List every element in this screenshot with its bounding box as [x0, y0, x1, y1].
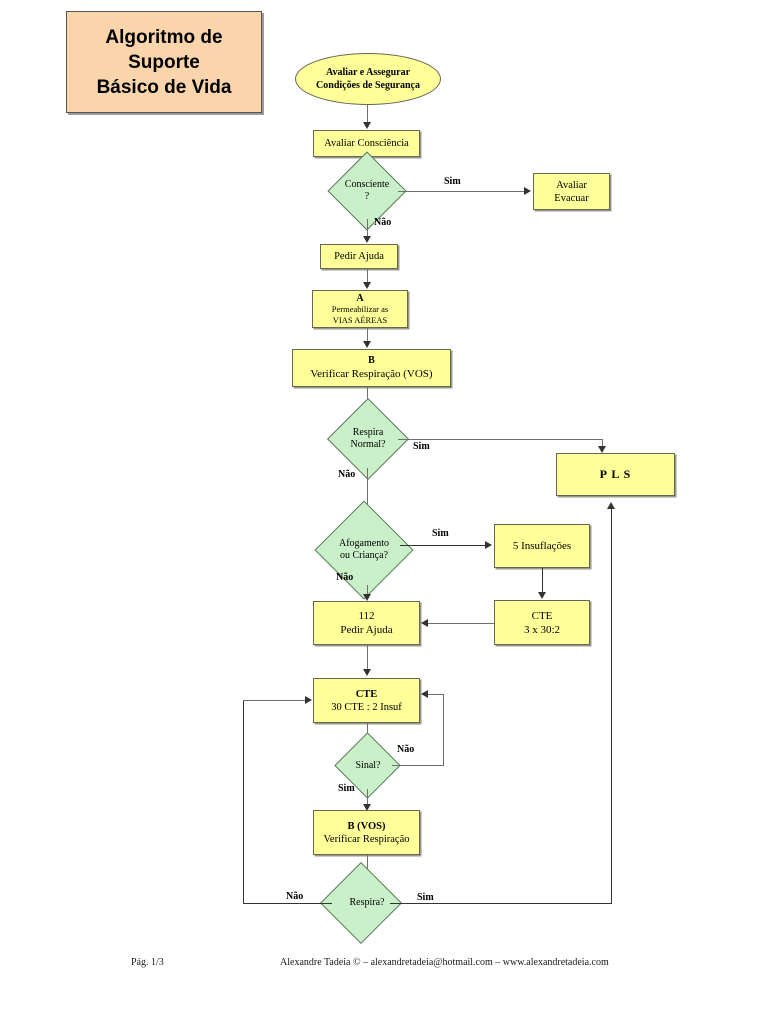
node-vias-aereas-body: Permeabilizar as VIAS AÉREAS — [331, 303, 389, 325]
edge-pedirajuda-to-a — [367, 269, 368, 284]
edge-consciente-nao — [367, 219, 368, 237]
node-respira-normal-decision[interactable] — [326, 397, 410, 481]
node-cte-3x30[interactable]: CTE 3 x 30:2 — [494, 600, 590, 645]
edge-respiranormal-sim-v — [602, 439, 603, 448]
arrowhead-left — [421, 619, 428, 627]
edge-label-afogamento-sim: Sim — [432, 528, 449, 539]
node-b-title: B — [368, 355, 375, 366]
arrowhead-right — [485, 541, 492, 549]
edge-label-sinal-nao: Não — [397, 744, 415, 755]
node-cte-3x30-label: CTE 3 x 30:2 — [523, 609, 561, 636]
edge-insuflacoes-to-cte3 — [542, 568, 543, 593]
arrowhead-down — [538, 592, 546, 599]
arrowhead-down — [598, 446, 606, 453]
node-pls-label: P L S — [599, 467, 632, 481]
node-start[interactable]: Avaliar e Assegurar Condições de Seguran… — [295, 53, 441, 105]
edge-sinal-nao-v — [443, 694, 444, 766]
edge-afogamento-nao — [367, 585, 368, 595]
edge-label-sinal-sim: Sim — [338, 783, 355, 794]
node-5-insuflacoes-label: 5 Insuflações — [512, 540, 572, 552]
arrowhead-down — [363, 282, 371, 289]
edge-respira-nao-h1 — [243, 903, 332, 904]
node-b-body: Verificar Respiração (VOS) — [310, 368, 433, 380]
edge-sinal-nao-h2 — [428, 694, 444, 695]
arrowhead-down — [363, 804, 371, 811]
arrowhead-down — [363, 236, 371, 243]
page-title: Algoritmo de Suporte Básico de Vida — [96, 26, 232, 98]
edge-label-respira-sim: Sim — [417, 892, 434, 903]
node-pedir-ajuda-label: Pedir Ajuda — [334, 251, 384, 262]
edge-respiranormal-nao — [367, 468, 368, 510]
arrowhead-down — [363, 594, 371, 601]
node-cte-30-2[interactable]: CTE 30 CTE : 2 Insuf — [313, 678, 420, 723]
arrowhead-right — [524, 187, 531, 195]
arrowhead-down — [363, 669, 371, 676]
node-bvos-verificar-respiracao[interactable]: B (VOS) Verificar Respiração — [313, 810, 420, 855]
edge-bvos-to-respira — [367, 855, 368, 877]
edge-sinal-nao-h1 — [392, 765, 444, 766]
arrowhead-down — [363, 122, 371, 129]
footer-credit: Alexandre Tadeia © – alexandretadeia@hot… — [280, 957, 609, 968]
edge-label-consciente-nao: Não — [374, 217, 392, 228]
node-112-pedir-ajuda[interactable]: 112 Pedir Ajuda — [313, 601, 420, 645]
edge-respira-sim-v — [611, 509, 612, 904]
edge-start-to-avaliar — [367, 105, 368, 123]
arrowhead-down — [363, 341, 371, 348]
document-title-box: Algoritmo de Suporte Básico de Vida — [66, 11, 262, 113]
node-bvos-title: B (VOS) — [347, 820, 386, 832]
arrowhead-up — [607, 502, 615, 509]
node-cte-30-2-body: 30 CTE : 2 Insuf — [331, 701, 402, 713]
edge-a-to-b — [367, 328, 368, 344]
edge-112-to-cte30 — [367, 645, 368, 670]
node-cte-30-2-title: CTE — [355, 688, 378, 700]
node-start-label: Avaliar e Assegurar Condições de Seguran… — [316, 67, 420, 91]
node-vias-aereas-title: A — [356, 292, 364, 304]
node-5-insuflacoes[interactable]: 5 Insuflações — [494, 524, 590, 568]
footer-page-number: Pág. 1/3 — [131, 957, 164, 968]
edge-label-respira-nao: Não — [286, 891, 304, 902]
edge-afogamento-sim — [400, 545, 486, 546]
node-bvos-body: Verificar Respiração — [323, 833, 410, 845]
edge-sinal-sim — [367, 789, 368, 807]
edge-respira-nao-v — [243, 700, 244, 904]
node-b-verificar-respiracao-vos[interactable]: B Verificar Respiração (VOS) — [292, 349, 451, 387]
edge-label-afogamento-nao: Não — [336, 572, 354, 583]
node-pls[interactable]: P L S — [556, 453, 675, 496]
edge-label-respiranormal-nao: Não — [338, 469, 356, 480]
edge-respira-nao-h2 — [243, 700, 306, 701]
arrowhead-left — [421, 690, 428, 698]
node-avaliar-evacuar-label: Avaliar Evacuar — [554, 179, 589, 204]
node-afogamento-decision[interactable] — [314, 500, 414, 600]
node-pedir-ajuda[interactable]: Pedir Ajuda — [320, 244, 398, 269]
edge-label-consciente-sim: Sim — [444, 176, 461, 187]
node-112-pedir-ajuda-label: 112 Pedir Ajuda — [340, 610, 393, 636]
edge-cte3-to-112 — [428, 623, 494, 624]
edge-label-respiranormal-sim: Sim — [413, 441, 430, 452]
edge-respira-sim-h — [390, 903, 612, 904]
node-vias-aereas[interactable]: A Permeabilizar as VIAS AÉREAS — [312, 290, 408, 328]
edge-b-to-respiranormal — [367, 387, 368, 407]
node-avaliar-consciencia-label: Avaliar Consciência — [324, 138, 409, 149]
node-avaliar-evacuar[interactable]: Avaliar Evacuar — [533, 173, 610, 210]
edge-consciente-sim — [398, 191, 525, 192]
arrowhead-right — [305, 696, 312, 704]
edge-respiranormal-sim-h — [398, 439, 603, 440]
